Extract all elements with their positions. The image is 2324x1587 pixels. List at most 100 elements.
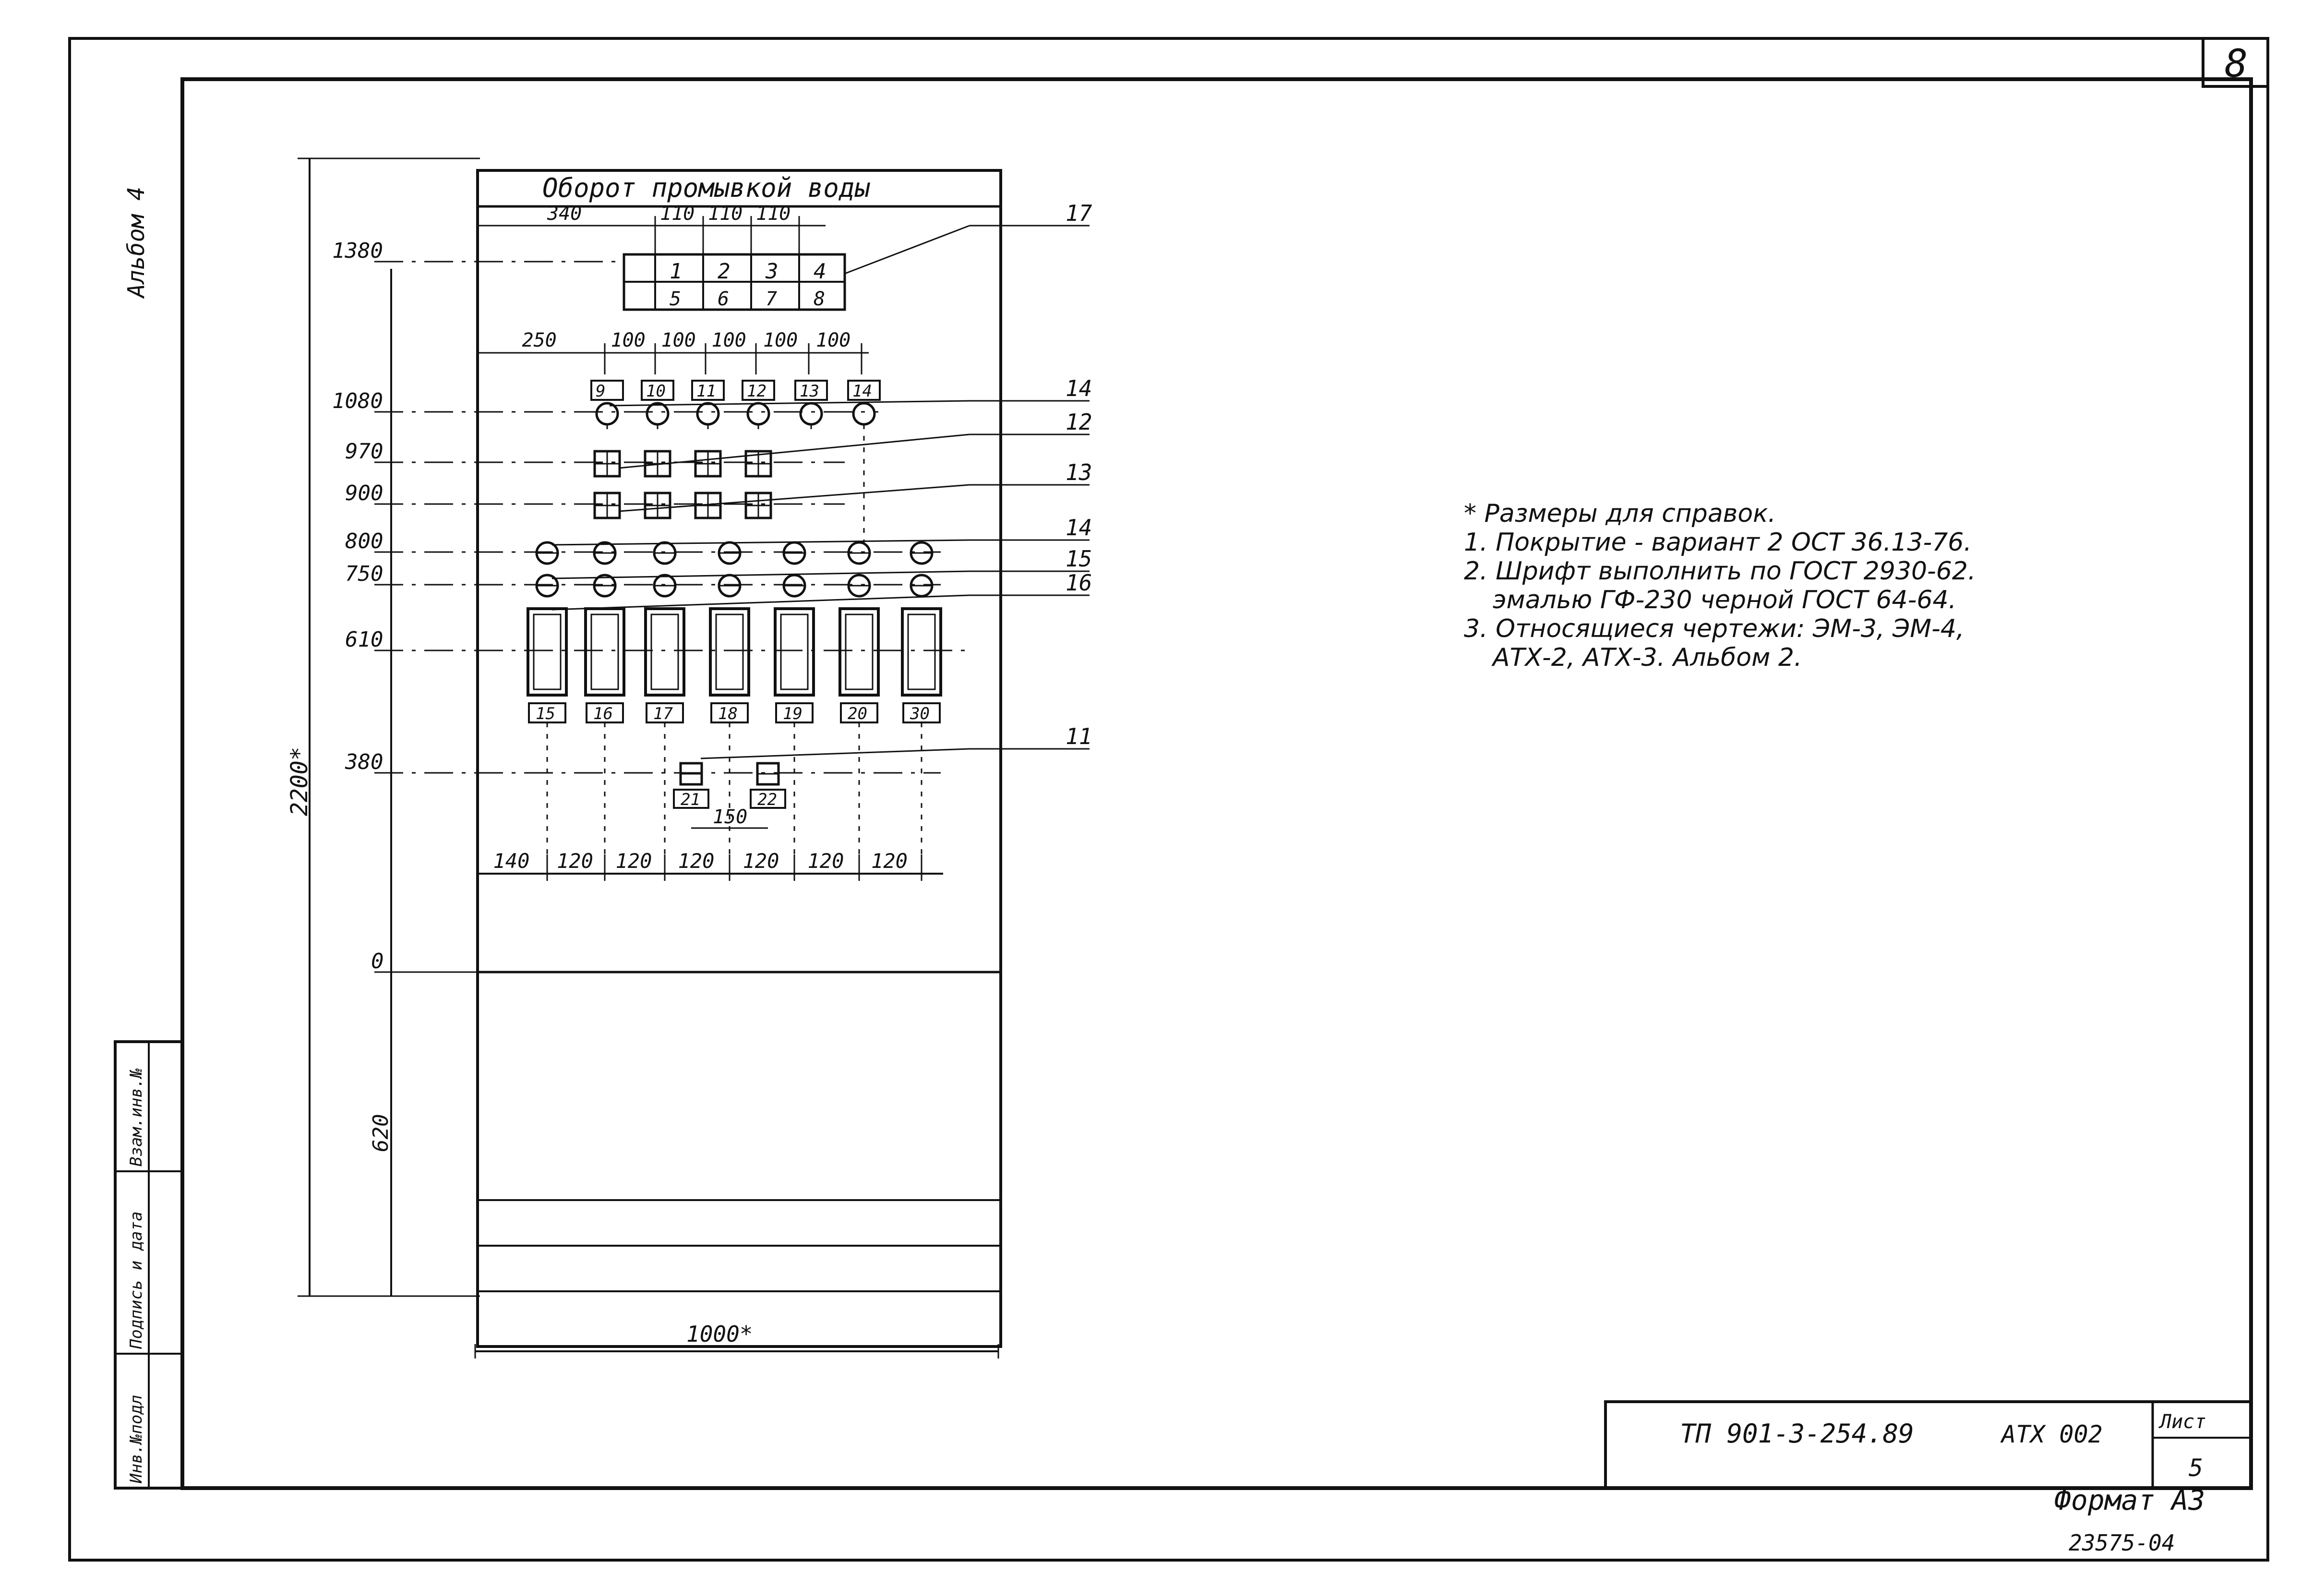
instrument-case bbox=[774, 607, 815, 697]
terminal-bottom-number: 7 bbox=[766, 288, 777, 310]
instrument-case bbox=[839, 607, 880, 697]
notes: * Размеры для справок. 1. Покрытие - вар… bbox=[1464, 499, 1976, 672]
tag-box bbox=[847, 380, 881, 401]
title-block bbox=[1604, 1400, 2252, 1490]
tag-label: 17 bbox=[653, 704, 673, 723]
callout-leader bbox=[844, 225, 970, 275]
instrument-window bbox=[650, 613, 679, 690]
stamp-inv: Инв.№подл bbox=[127, 1395, 146, 1484]
dim-width: 1000* bbox=[686, 1321, 753, 1347]
top-dimension-chain: 340 110 110 110 bbox=[478, 203, 826, 254]
inner-frame bbox=[180, 77, 2253, 1490]
callout-leader bbox=[609, 400, 970, 407]
side-stamp: Инв.№подл Подпись и дата Взам.инв.№ bbox=[114, 1040, 184, 1490]
terminal-top-number: 1 bbox=[670, 259, 683, 284]
height-level-label: 900 bbox=[345, 481, 383, 505]
dim-150-label: 150 bbox=[713, 806, 747, 828]
top-dim-label: 110 bbox=[708, 203, 743, 225]
dimension-lines bbox=[298, 157, 999, 1359]
panel-title: Оборот промывкой воды bbox=[542, 173, 870, 203]
callout-leader bbox=[551, 570, 970, 579]
top-dim-label: 110 bbox=[756, 203, 791, 225]
instrument-case bbox=[527, 607, 568, 697]
top-dim-label: 340 bbox=[547, 203, 582, 225]
terminal-top-number: 4 bbox=[814, 259, 827, 284]
tag-box bbox=[641, 380, 674, 401]
callout-leader bbox=[551, 539, 970, 546]
tag-label: 9 bbox=[596, 382, 605, 401]
bottom-dim-label: 120 bbox=[557, 849, 593, 873]
tag-label: 12 bbox=[747, 382, 767, 401]
terminal-bottom-number: 5 bbox=[670, 288, 681, 310]
callout-number: 14 bbox=[1066, 515, 1092, 541]
tag-label: 21 bbox=[681, 790, 700, 809]
tag-box bbox=[590, 380, 624, 401]
note-3b: АТХ-2, АТХ-3. Альбом 2. bbox=[1493, 643, 1802, 672]
instrument-case bbox=[709, 607, 750, 697]
instrument-window bbox=[907, 613, 936, 690]
tag-label: 11 bbox=[696, 382, 716, 401]
height-level-label: 1380 bbox=[332, 239, 383, 263]
terminal-top-number: 2 bbox=[718, 259, 731, 284]
height-level-label: 970 bbox=[345, 439, 383, 464]
note-3: 3. Относящиеся чертежи: ЭМ-3, ЭМ-4, bbox=[1464, 614, 1965, 643]
indicator-lamp bbox=[696, 402, 720, 426]
title-sheet-value: 5 bbox=[2189, 1454, 2203, 1482]
tag-box bbox=[673, 789, 709, 809]
top-dim-label: 110 bbox=[660, 203, 695, 225]
indicator-lamp bbox=[646, 402, 670, 426]
archive-number: 23575-04 bbox=[2069, 1530, 2175, 1556]
mid-dim-label: 100 bbox=[661, 329, 696, 351]
terminal-bottom-number: 6 bbox=[718, 288, 729, 310]
mid-dim-label: 250 bbox=[522, 329, 557, 351]
album-label: Альбом 4 bbox=[123, 187, 150, 299]
instrument-window bbox=[533, 613, 562, 690]
tag-label: 13 bbox=[800, 382, 819, 401]
callout-leader bbox=[700, 748, 970, 759]
height-level-label: 1080 bbox=[332, 389, 383, 413]
height-level-label: 0 bbox=[371, 949, 384, 974]
terminal-block bbox=[623, 253, 846, 311]
callout-leader bbox=[551, 594, 970, 611]
mid-dim-label: 100 bbox=[816, 329, 851, 351]
indicator-lamp bbox=[746, 402, 770, 426]
callout-number: 16 bbox=[1066, 570, 1092, 596]
sheet-number-box bbox=[2202, 37, 2269, 88]
instrument-case bbox=[901, 607, 942, 697]
mid-dim-label: 100 bbox=[763, 329, 798, 351]
tag-label: 22 bbox=[757, 790, 777, 809]
tag-box bbox=[691, 380, 725, 401]
tag-label: 15 bbox=[536, 704, 555, 723]
tag-label: 20 bbox=[848, 704, 867, 723]
sheet-number: 8 bbox=[2225, 41, 2248, 86]
note-1: 1. Покрытие - вариант 2 ОСТ 36.13-76. bbox=[1464, 528, 1972, 557]
instrument-case bbox=[644, 607, 685, 697]
stamp-sign: Подпись и дата bbox=[127, 1211, 146, 1349]
title-code: ТП 901-3-254.89 bbox=[1680, 1419, 1914, 1449]
bottom-dim-label: 120 bbox=[678, 849, 715, 873]
tag-box bbox=[750, 789, 786, 809]
instrument-window bbox=[715, 613, 744, 690]
outer-frame bbox=[68, 37, 2269, 1562]
bottom-dim-label: 120 bbox=[808, 849, 844, 873]
tag-box bbox=[742, 380, 775, 401]
note-2b: эмалью ГФ-230 черной ГОСТ 64-64. bbox=[1493, 586, 1957, 614]
callout-number: 14 bbox=[1066, 375, 1092, 401]
instrument-window bbox=[845, 613, 874, 690]
mid-dim-label: 100 bbox=[712, 329, 746, 351]
title-mark: АТХ 002 bbox=[2000, 1420, 2103, 1448]
bottom-dim-label: 120 bbox=[616, 849, 652, 873]
callout-number: 13 bbox=[1066, 459, 1092, 485]
tag-box bbox=[794, 380, 828, 401]
instrument-case bbox=[584, 607, 625, 697]
terminal-top-number: 3 bbox=[765, 259, 779, 284]
tag-label: 14 bbox=[852, 382, 872, 401]
instrument-window bbox=[590, 613, 619, 690]
